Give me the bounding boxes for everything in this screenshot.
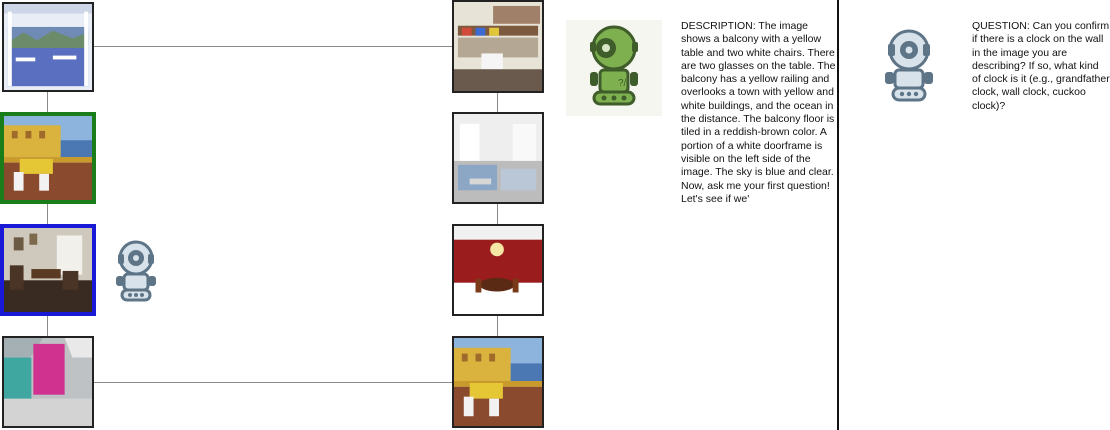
connector-line [94,382,453,383]
image-thumbnail-antique-living-room[interactable] [0,224,96,316]
image-thumbnail-balcony-yellow-table[interactable] [0,112,96,204]
image-thumbnail-cluttered-office[interactable] [452,0,544,93]
robot-icon [876,28,942,104]
connector-line [497,316,498,336]
description-text: DESCRIPTION: The image shows a balcony w… [681,20,836,205]
panel-divider [837,0,839,430]
question-text: QUESTION: Can you confirm if there is a … [972,20,1110,112]
image-thumbnail-pink-attic-room[interactable] [2,336,94,428]
connector-line [47,204,48,224]
description-panel: ?/ DESCRIPTION: The image shows a balcon… [566,20,838,260]
image-thumbnail-balcony-lake-view[interactable] [2,2,94,92]
question-panel: QUESTION: Can you confirm if there is a … [868,20,1110,140]
robot-icon [108,240,164,304]
connector-line [47,92,48,112]
connector-line [497,92,498,112]
connector-line [47,316,48,336]
svg-text:?/: ?/ [618,78,627,89]
connector-line [94,46,453,47]
image-thumbnail-red-dining-room[interactable] [452,224,544,316]
image-thumbnail-balcony-yellow-table-2[interactable] [452,336,544,428]
image-thumbnail-white-living-room[interactable] [452,112,544,204]
green-robot-icon: ?/ [566,20,662,116]
connector-line [497,204,498,224]
